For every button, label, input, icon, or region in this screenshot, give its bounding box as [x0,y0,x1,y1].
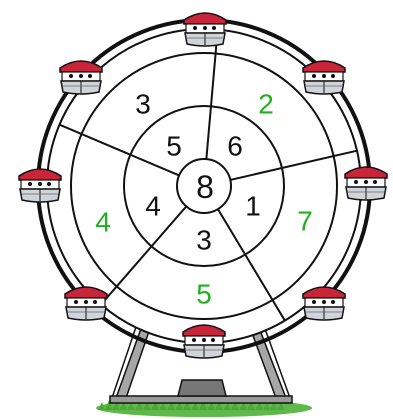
inner-number-right: 1 [245,191,261,222]
gondola [345,167,387,200]
outer-number-right: 7 [297,206,313,237]
gondola [65,287,107,320]
gondola [60,61,102,94]
outer-number-top-right: 2 [258,89,274,120]
outer-number-left: 4 [95,207,111,238]
center-number: 8 [196,169,214,205]
inner-number-left: 4 [145,191,161,222]
inner-number-top-left: 5 [166,131,182,162]
outer-number-bottom: 5 [196,279,212,310]
gondola [19,169,61,202]
gondola [303,61,345,94]
inner-number-bottom: 3 [196,225,212,256]
inner-number-top-right: 6 [227,131,243,162]
gondola [184,13,226,46]
gondola [183,325,225,358]
gondola [303,287,345,320]
outer-number-top-left: 3 [135,89,151,120]
